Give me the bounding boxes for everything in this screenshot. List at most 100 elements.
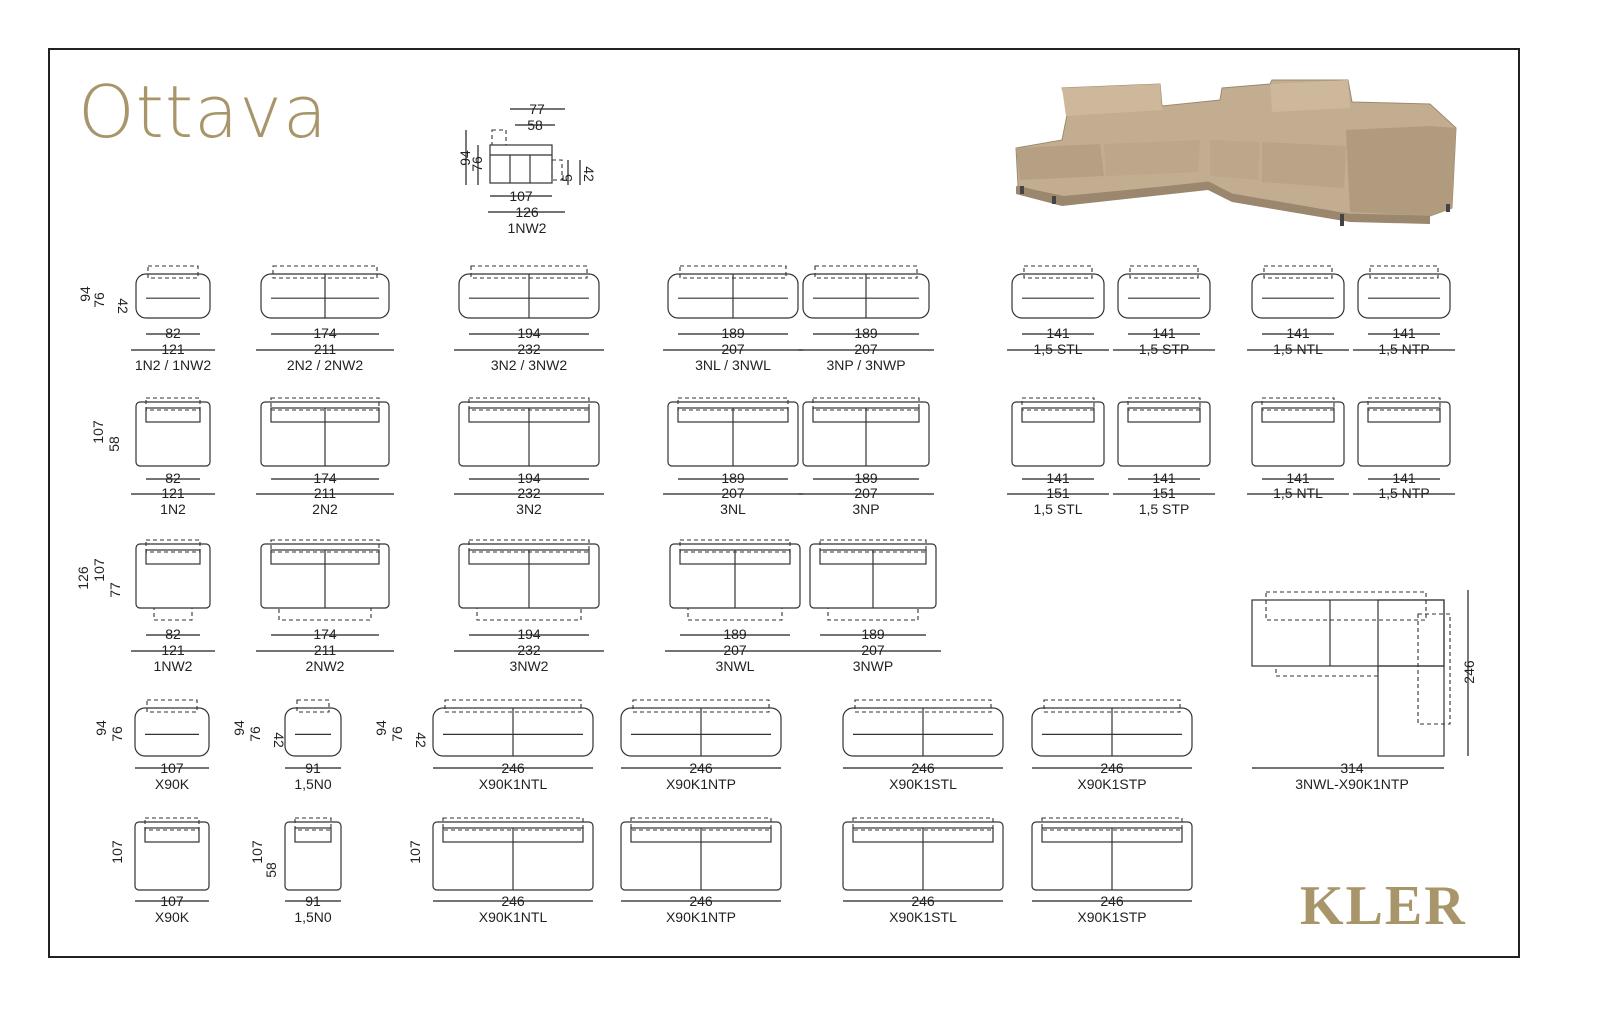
r3b-width: 174 [313, 626, 337, 642]
r2b-code: 2N2 [312, 501, 338, 517]
r2g-overall: 151 [1152, 485, 1176, 501]
module-r3e [809, 539, 937, 621]
module-r3c [458, 539, 600, 621]
product-title: Ottava [78, 70, 328, 154]
r3d-code: 3NWL [716, 658, 755, 674]
r5f-width: 246 [1100, 893, 1124, 909]
r5e-width: 246 [911, 893, 935, 909]
r2d-overall: 207 [721, 485, 745, 501]
r2b-width: 174 [313, 470, 337, 486]
row5a-side-107: 107 [109, 840, 125, 864]
r1d-width: 189 [721, 325, 745, 341]
module-r4f [1031, 699, 1193, 757]
row2-side-107: 107 [90, 420, 106, 444]
r3c-overall: 232 [517, 642, 541, 658]
r2e-code: 3NP [852, 501, 879, 517]
module-r2a [135, 397, 211, 467]
module-r4a [134, 699, 210, 757]
r3b-code: 2NW2 [306, 658, 345, 674]
r4c-width: 246 [501, 760, 525, 776]
row4b-side-42: 42 [271, 732, 287, 748]
r2a-overall: 121 [161, 485, 185, 501]
r1a-width: 82 [165, 325, 181, 341]
row4c-side-42: 42 [413, 732, 429, 748]
module-r1d [667, 265, 799, 319]
r1i-code: 1,5 NTP [1378, 341, 1429, 357]
r2a-code: 1N2 [160, 501, 186, 517]
r1b-overall: 211 [314, 341, 337, 357]
r1f-code: 1,5 STL [1033, 341, 1082, 357]
r5e-code: X90K1STL [889, 909, 957, 925]
r1a-code: 1N2 / 1NW2 [135, 357, 211, 373]
r5d-width: 246 [689, 893, 713, 909]
module-r1c [458, 265, 600, 319]
r2c-width: 194 [517, 470, 541, 486]
module-r5a [134, 817, 210, 891]
row4b-side-76: 76 [247, 726, 263, 742]
profile-1nw2 [465, 108, 581, 213]
r4f-code: X90K1STP [1077, 776, 1146, 792]
row1-side-94: 94 [77, 286, 93, 302]
r2d-code: 3NL [720, 501, 746, 517]
module-r1i [1357, 265, 1451, 319]
r4c-code: X90K1NTL [479, 776, 548, 792]
r1d-code: 3NL / 3NWL [695, 357, 771, 373]
module-r4d [620, 699, 782, 757]
module-r2d [667, 397, 799, 467]
r2e-width: 189 [854, 470, 878, 486]
r1f-width: 141 [1046, 325, 1070, 341]
r4e-code: X90K1STL [889, 776, 957, 792]
module-r4c [432, 699, 594, 757]
corner-diagram [1251, 590, 1469, 769]
corner-h: 246 [1461, 660, 1477, 684]
row4c-side-94: 94 [373, 720, 389, 736]
r2d-width: 189 [721, 470, 745, 486]
module-r1a [135, 265, 211, 319]
module-r5e [842, 817, 1004, 891]
profile-dim-58: 58 [527, 117, 543, 133]
module-r1g [1117, 265, 1211, 319]
r4f-width: 246 [1100, 760, 1124, 776]
profile-dim-5: 5 [559, 174, 575, 182]
r2i-code: 1,5 NTP [1378, 485, 1429, 501]
r1e-code: 3NP / 3NWP [826, 357, 905, 373]
row5b-side-107: 107 [249, 840, 265, 864]
r1d-overall: 207 [721, 341, 745, 357]
sofa-photo [1015, 79, 1457, 226]
r4d-code: X90K1NTP [666, 776, 736, 792]
profile-dim-42: 42 [581, 166, 597, 182]
r3d-overall: 207 [723, 642, 747, 658]
module-r2e [802, 397, 930, 467]
r1h-width: 141 [1286, 325, 1310, 341]
r3d-width: 189 [723, 626, 747, 642]
profile-code: 1NW2 [508, 220, 547, 236]
r1a-overall: 121 [161, 341, 185, 357]
r4b-code: 1,5N0 [294, 776, 332, 792]
module-r2c [458, 397, 600, 467]
r1c-overall: 232 [517, 341, 541, 357]
r2c-overall: 232 [517, 485, 541, 501]
module-r1e [802, 265, 930, 319]
page-frame [48, 48, 1520, 958]
r1i-width: 141 [1392, 325, 1416, 341]
row2-side-58: 58 [106, 436, 122, 452]
r2c-code: 3N2 [516, 501, 542, 517]
r3c-width: 194 [517, 626, 541, 642]
r1g-code: 1,5 STP [1139, 341, 1190, 357]
row4a-side-76: 76 [109, 726, 125, 742]
module-r5b [284, 817, 342, 891]
r3b-overall: 211 [314, 642, 337, 658]
r2b-overall: 211 [314, 485, 337, 501]
module-r4b [284, 699, 342, 757]
r1b-width: 174 [313, 325, 337, 341]
r2g-code: 1,5 STP [1139, 501, 1190, 517]
r5d-code: X90K1NTP [666, 909, 736, 925]
r2e-overall: 207 [854, 485, 878, 501]
r2f-overall: 151 [1046, 485, 1070, 501]
row1-side-76: 76 [91, 292, 107, 308]
row5c-side-107: 107 [407, 840, 423, 864]
r2h-width: 141 [1286, 470, 1310, 486]
module-r1h [1251, 265, 1345, 319]
module-r3b [260, 539, 390, 621]
